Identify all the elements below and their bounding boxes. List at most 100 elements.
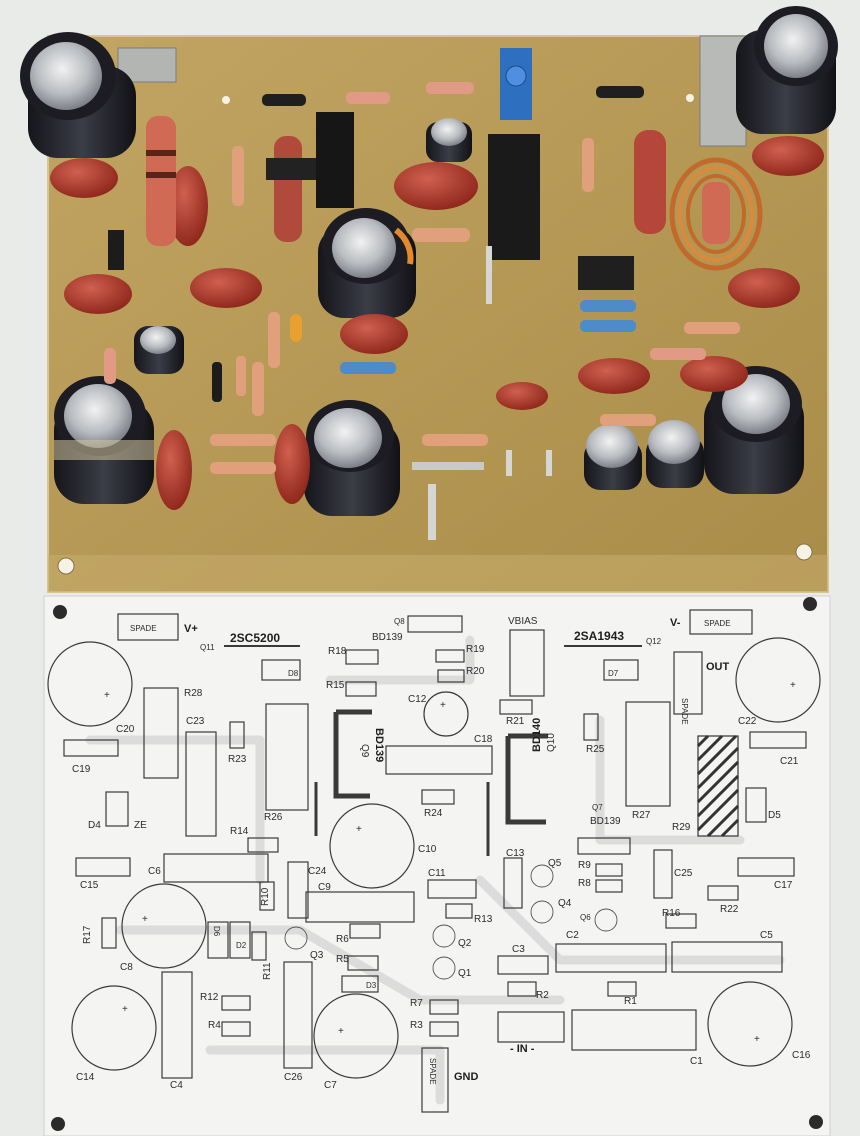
r8-label: R8 [578, 878, 591, 889]
r27-label: R27 [632, 810, 651, 821]
q5-label: Q5 [548, 858, 562, 869]
r24-label: R24 [424, 808, 443, 819]
q8-label: Q8 [394, 617, 405, 626]
r10-label: R10 [260, 887, 271, 906]
r1-label: R1 [624, 996, 637, 1007]
c11-label: C11 [428, 868, 446, 879]
svg-text:+: + [104, 690, 110, 701]
q9-label: Q9 [359, 744, 370, 758]
d7-label: D7 [608, 669, 619, 678]
c16-label: C16 [792, 1050, 811, 1061]
r3-label: R3 [410, 1020, 423, 1031]
c9-label: C9 [318, 882, 331, 893]
power-resistors-and-coil [146, 116, 763, 271]
bd139-a-label: BD139 [372, 632, 403, 643]
c26-label: C26 [284, 1072, 303, 1083]
q6-label: Q6 [580, 913, 591, 922]
r28-label: R28 [184, 688, 203, 699]
r22-label: R22 [720, 904, 739, 915]
svg-text:+: + [356, 824, 362, 835]
r7-label: R7 [410, 998, 423, 1009]
layout-labels: SPADE V+ 2SC5200 Q11 Q8 BD139 VBIAS 2SA1… [72, 616, 811, 1091]
c17-label: C17 [774, 880, 793, 891]
r16-label: R16 [662, 908, 681, 919]
bd139-c-label: BD139 [590, 816, 621, 827]
layout-sheet: + + + + + + + + SPADE V+ 2SC5200 Q11 Q8 … [43, 595, 831, 1136]
c24-label: C24 [308, 866, 327, 877]
vbias-label: VBIAS [508, 616, 538, 627]
transistors-and-trimmer [266, 48, 634, 290]
c4-label: C4 [170, 1080, 183, 1091]
r14-label: R14 [230, 826, 249, 837]
populated-pcb [20, 6, 838, 593]
svg-text:+: + [338, 1026, 344, 1037]
r21-label: R21 [506, 716, 525, 727]
c15-label: C15 [80, 880, 99, 891]
q2-label: Q2 [458, 938, 472, 949]
r15-label: R15 [326, 680, 345, 691]
r23-label: R23 [228, 754, 247, 765]
r18-label: R18 [328, 646, 347, 657]
svg-text:+: + [790, 680, 796, 691]
bd139-b-label: BD139 [373, 728, 385, 762]
c14-label: C14 [76, 1072, 95, 1083]
r13-label: R13 [474, 914, 493, 925]
svg-text:+: + [754, 1034, 760, 1045]
d2-label: D2 [236, 941, 247, 950]
c12-label: C12 [408, 694, 427, 705]
r17-label: R17 [82, 925, 93, 944]
v-plus-label: V+ [184, 623, 198, 635]
c23-label: C23 [186, 716, 205, 727]
c6-label: C6 [148, 866, 161, 877]
c18-label: C18 [474, 734, 493, 745]
c20-label: C20 [116, 724, 135, 735]
d6-label: D6 [212, 926, 221, 937]
r20-label: R20 [466, 666, 485, 677]
r11-label: R11 [262, 962, 273, 980]
svg-text:+: + [440, 700, 446, 711]
r6-label: R6 [336, 934, 349, 945]
q11-part-label: 2SC5200 [230, 631, 280, 645]
r4-label: R4 [208, 1020, 221, 1031]
layout-outlines: + + + + + + + + [47, 609, 821, 1113]
faint-copper-traces [85, 635, 785, 1105]
q11-label: Q11 [200, 643, 215, 652]
c7-label: C7 [324, 1080, 337, 1091]
r26-label: R26 [264, 812, 283, 823]
c21-label: C21 [780, 756, 799, 767]
q7-label: Q7 [592, 803, 603, 812]
c13-label: C13 [506, 848, 525, 859]
c3-label: C3 [512, 944, 525, 955]
q12-label: Q12 [646, 637, 662, 646]
bd140-label: BD140 [531, 718, 543, 752]
spade-right-label: SPADE [704, 619, 731, 628]
d3-label: D3 [366, 981, 377, 990]
c2-label: C2 [566, 930, 579, 941]
r19-label: R19 [466, 644, 485, 655]
gnd-label: GND [454, 1071, 479, 1083]
c10-label: C10 [418, 844, 437, 855]
d8-label: D8 [288, 669, 299, 678]
r9-label: R9 [578, 860, 591, 871]
in-label: - IN - [510, 1043, 535, 1055]
spade-left-label: SPADE [130, 624, 157, 633]
out-label: OUT [706, 661, 730, 673]
d4-label: D4 [88, 820, 101, 831]
r29-label: R29 [672, 822, 691, 833]
q12-part-label: 2SA1943 [574, 629, 624, 643]
c8-label: C8 [120, 962, 133, 973]
q4-label: Q4 [558, 898, 572, 909]
c19-label: C19 [72, 764, 91, 775]
c5-label: C5 [760, 930, 773, 941]
q10-label: Q10 [546, 733, 557, 752]
spade-out-label: SPADE [680, 698, 689, 725]
r2-label: R2 [536, 990, 549, 1001]
q3-label: Q3 [310, 950, 324, 961]
svg-text:+: + [142, 914, 148, 925]
c1-label: C1 [690, 1056, 703, 1067]
q1-label: Q1 [458, 968, 472, 979]
red-film-capacitors [50, 130, 824, 510]
small-resistors [104, 82, 740, 540]
